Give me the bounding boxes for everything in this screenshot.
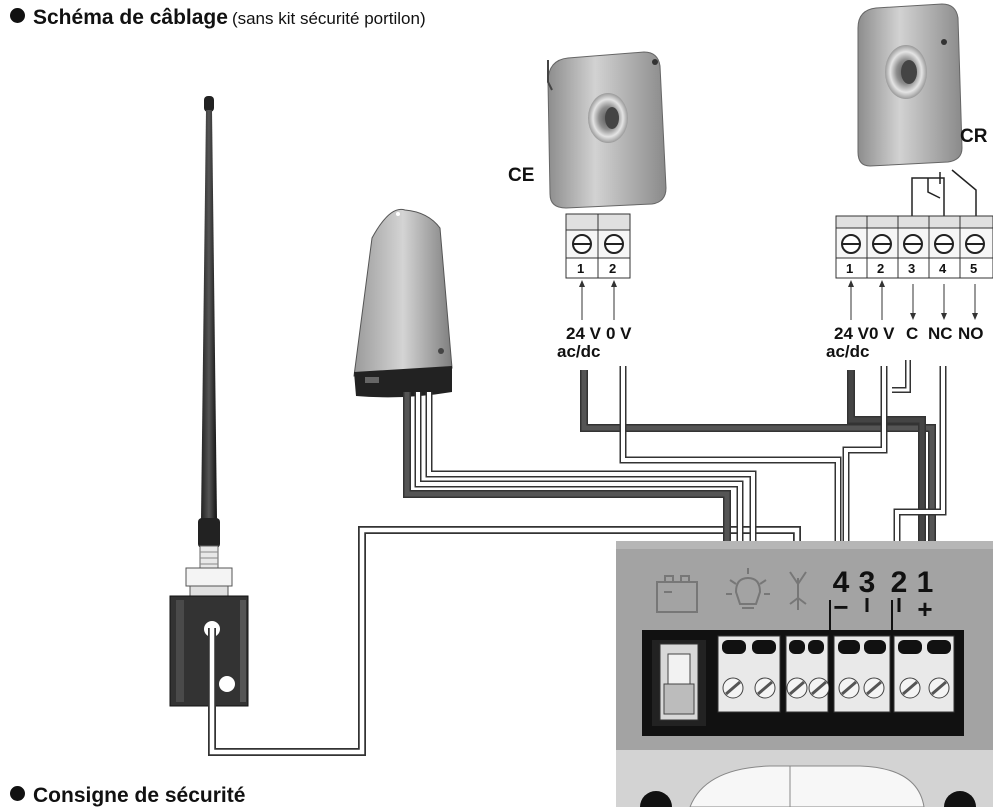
ce-signal-0v: 0 V (606, 324, 632, 343)
cr-signal-nc: NC (928, 324, 953, 343)
flashing-lamp (353, 208, 453, 398)
cr-photocell (857, 3, 963, 167)
flashing-light-icon (726, 568, 770, 609)
cr-terminal-1: 1 (846, 261, 854, 276)
title-bold: Schéma de câblage (33, 6, 228, 29)
ce-label: CE (508, 165, 535, 186)
ce-terminal-1: 1 (577, 261, 585, 276)
cr-signal-no: NO (958, 324, 984, 343)
board-terminal-3: 3 (859, 566, 876, 599)
section-title: Schéma de câblage(sans kit sécurité port… (10, 6, 426, 30)
board-terminal-2: 2 (891, 566, 908, 599)
antenna (169, 96, 249, 707)
title-note: (sans kit sécurité portilon) (231, 9, 426, 28)
board-terminal-1: 1 (917, 566, 934, 599)
board-plus: + (917, 594, 932, 624)
ce-terminal-2: 2 (609, 261, 617, 276)
cr-terminal-2: 2 (877, 261, 885, 276)
board-terminal-4: 4 (833, 566, 850, 599)
bullet-icon (10, 786, 25, 801)
cr-terminal-4: 4 (939, 261, 947, 276)
cr-signal-0v: 0 V (869, 324, 895, 343)
control-board (616, 541, 993, 807)
cr-terminal-5: 5 (970, 261, 978, 276)
ce-signal-24v: 24 V (566, 324, 601, 343)
cr-signal-c: C (906, 324, 919, 343)
ce-terminal-block (565, 213, 631, 279)
cr-terminal-3: 3 (908, 261, 916, 276)
battery-icon (656, 575, 698, 613)
ce-photocell (547, 51, 667, 209)
board-minus: − (833, 592, 848, 622)
cr-signal-acdc: ac/dc (826, 342, 870, 361)
bullet-icon (10, 8, 25, 23)
ce-signal-acdc: ac/dc (557, 342, 601, 361)
cr-label: CR (960, 126, 988, 147)
footer-title-text: Consigne de sécurité (33, 784, 246, 807)
cr-signal-24v: 24 V (834, 324, 869, 343)
cr-terminal-block (835, 215, 993, 279)
antenna-icon (789, 571, 807, 610)
cr-relay-symbol (911, 169, 977, 220)
footer-title: Consigne de sécurité (10, 784, 245, 808)
board-terminal-numbers: 4 3 2 1 (833, 566, 934, 599)
